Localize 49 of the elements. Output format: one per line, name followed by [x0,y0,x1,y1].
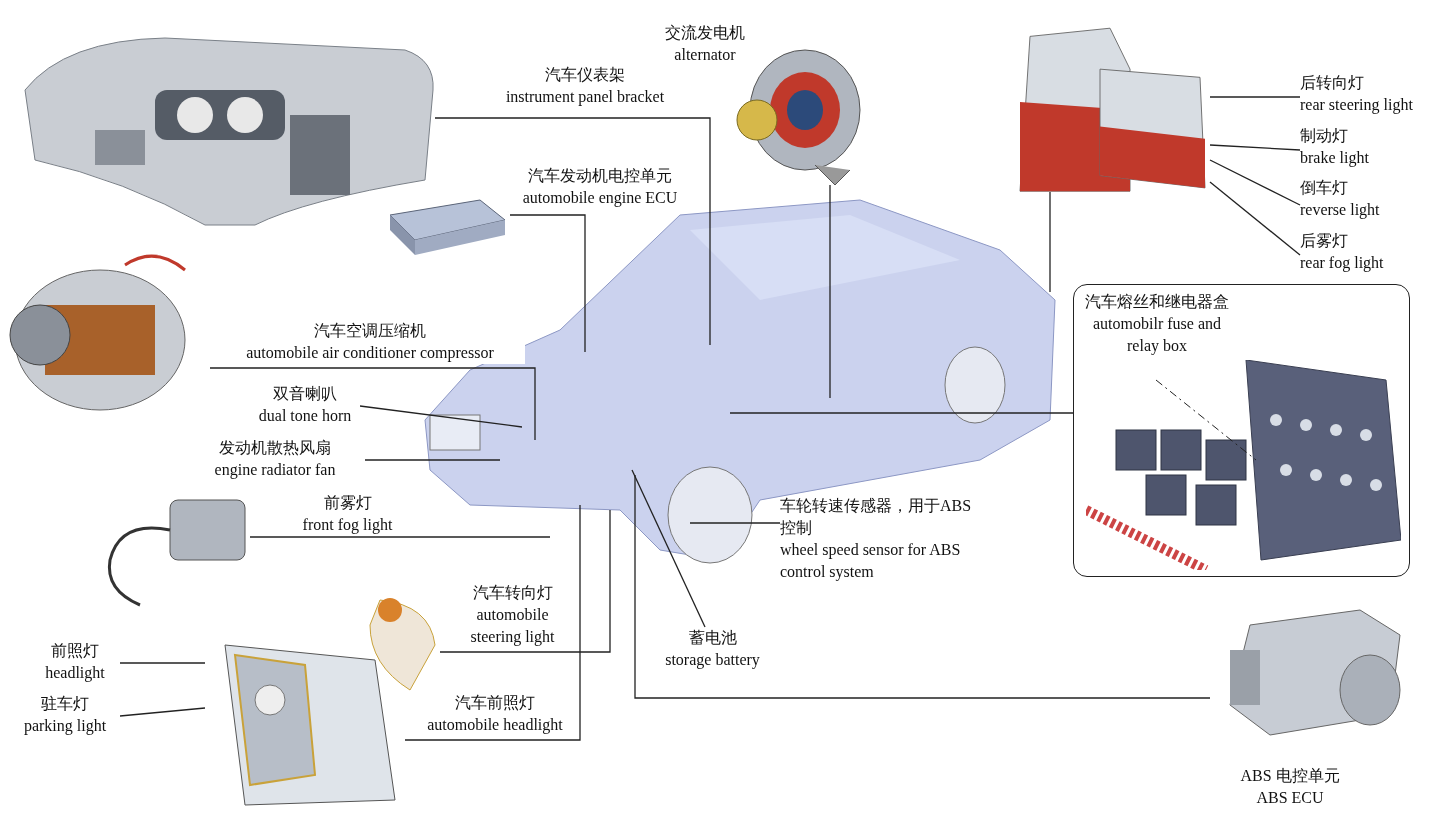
part-label: 发动机散热风扇 [218,438,332,458]
part-label: automobilr fuse and relay box [1092,314,1222,357]
leader-line [631,469,706,628]
part-label: wheel speed sensor for ABS control system [780,540,962,583]
leader-line [434,117,711,346]
part-label: 驻车灯 [40,694,90,714]
leader-line [364,459,501,461]
part-label: 倒车灯 [1300,178,1349,198]
callout-panel [1073,284,1410,577]
part-label: headlight [44,663,106,684]
leader-line [1209,144,1301,151]
leader-line [119,707,206,717]
leader-line [1209,96,1301,98]
leader-line [509,214,586,353]
part-label: ABS 电控单元 [1239,766,1341,786]
fuse-relay-box-drawing [1086,360,1401,570]
part-label: 后转向灯 [1300,73,1365,93]
leader-line [829,184,831,399]
leader-line [439,509,611,653]
part-label: engine radiator fan [213,460,337,481]
part-label: brake light [1300,148,1370,169]
part-label: ABS ECU [1255,788,1325,808]
leader-line [1049,191,1051,293]
part-label: 后雾灯 [1300,231,1349,251]
part-label: 交流发电机 [664,23,746,43]
part-label: 前照灯 [50,641,100,661]
part-label: automobile engine ECU [521,188,679,209]
leader-line [1209,181,1301,256]
part-label: storage battery [664,650,761,671]
leader-line [634,474,1211,699]
part-label: 蓄电池 [687,628,738,648]
part-label: dual tone horn [257,406,353,426]
part-label: 双音喇叭 [272,384,338,404]
leader-line [209,367,536,441]
part-label: 汽车发动机电控单元 [527,166,673,186]
part-label: reverse light [1300,200,1381,221]
leader-line [729,412,1074,414]
leader-line [359,405,523,428]
part-label: rear fog light [1300,253,1385,274]
part-label: rear steering light [1300,95,1414,116]
leader-line [249,536,551,538]
part-label: 制动灯 [1300,126,1349,146]
leader-line [1209,159,1301,206]
leader-line [689,522,781,524]
part-label: 汽车熔丝和继电器盒 [1084,292,1230,312]
leader-line [119,662,206,664]
part-label: alternator [673,45,737,65]
leader-line [404,504,581,741]
part-label: parking light [22,716,108,737]
